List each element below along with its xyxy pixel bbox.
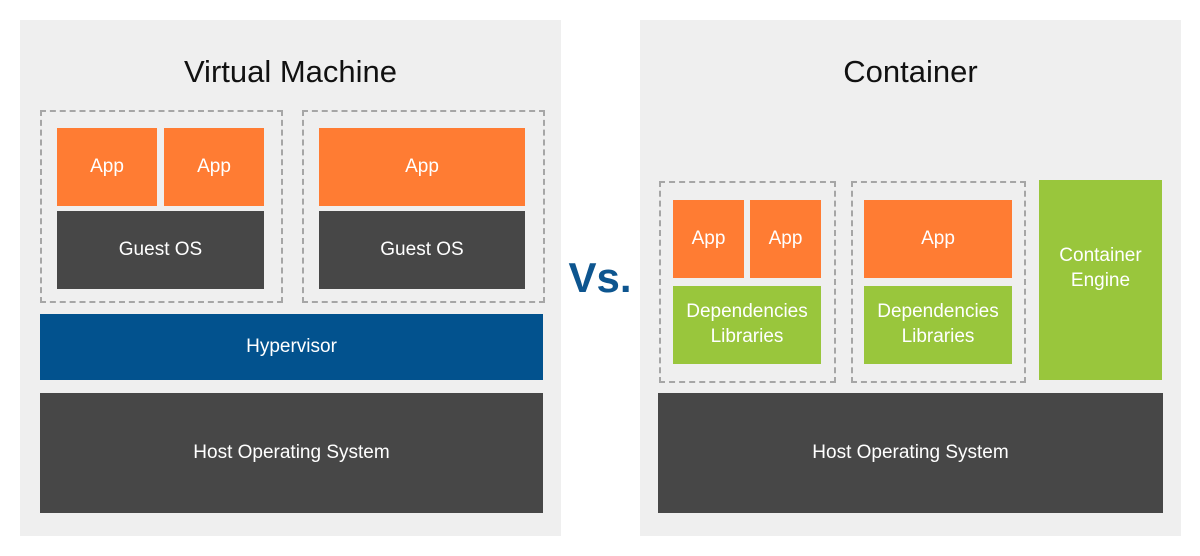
versus-label: Vs. xyxy=(568,254,632,301)
deps-2-line-1: Dependencies xyxy=(877,301,999,323)
container-deps-1: Dependencies Libraries xyxy=(673,286,821,364)
deps-2-line-2: Libraries xyxy=(901,326,975,347)
vm-group-1 xyxy=(40,110,283,303)
vm-guest-os-1: Guest OS xyxy=(57,211,264,289)
container-deps-2: Dependencies Libraries xyxy=(864,286,1012,364)
container-app-2: App xyxy=(750,200,821,278)
vm-title: Virtual Machine xyxy=(183,54,398,89)
container-host-os-layer: Host Operating System xyxy=(658,393,1163,513)
container-panel: Container App App Dependencies Libraries… xyxy=(640,20,1181,536)
vm-app-3: App xyxy=(319,128,525,206)
container-engine: Container Engine xyxy=(1039,180,1162,380)
vm-app-1: App xyxy=(57,128,157,206)
engine-line-1: Container xyxy=(1059,245,1142,267)
container-group-1 xyxy=(659,181,836,383)
vm-group-2 xyxy=(302,110,545,303)
vm-panel: Virtual Machine App App Guest OS App Gue… xyxy=(20,20,561,536)
vm-host-os-layer: Host Operating System xyxy=(40,393,543,513)
container-app-1: App xyxy=(673,200,744,278)
vm-app-2: App xyxy=(164,128,264,206)
container-group-2 xyxy=(851,181,1026,383)
vm-guest-os-2: Guest OS xyxy=(319,211,525,289)
container-app-3: App xyxy=(864,200,1012,278)
container-title: Container xyxy=(843,54,978,89)
deps-1-line-2: Libraries xyxy=(710,326,784,347)
engine-line-2: Engine xyxy=(1070,270,1131,291)
hypervisor-layer: Hypervisor xyxy=(40,314,543,380)
deps-1-line-1: Dependencies xyxy=(686,301,808,323)
